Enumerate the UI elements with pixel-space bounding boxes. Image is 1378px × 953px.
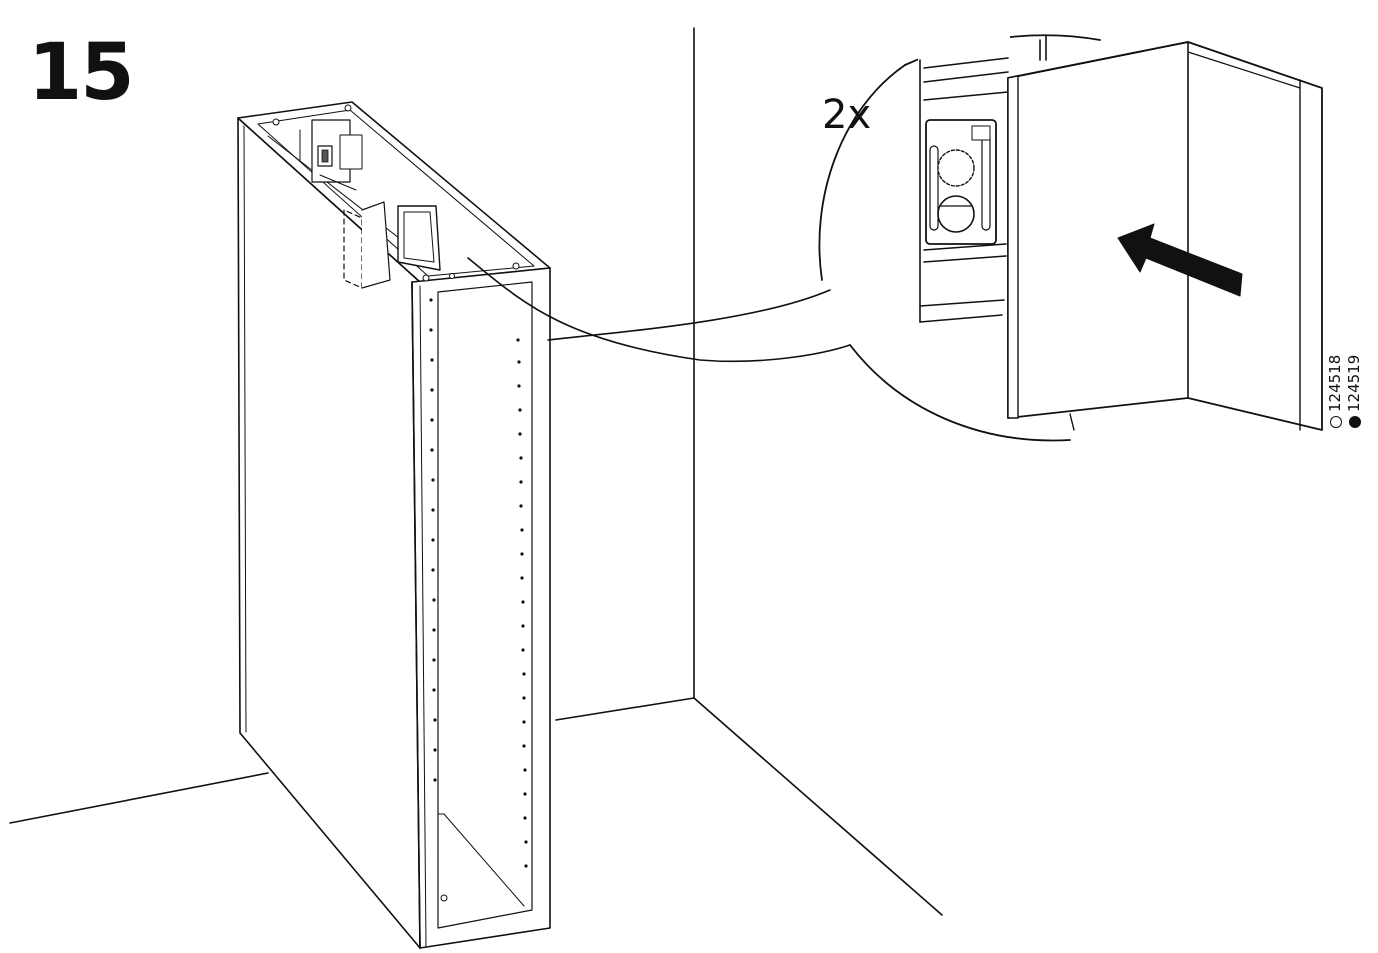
top-screws: [272, 104, 520, 282]
callout-leader: [467, 257, 851, 363]
push-arrow-icon: [1117, 223, 1243, 297]
detail-callout: [818, 32, 1323, 442]
door-panel: [1007, 41, 1323, 431]
shelf-holes: [429, 298, 528, 868]
floor-wall-line-middle: [555, 697, 695, 721]
cabinet: [237, 101, 551, 949]
room-corner: [9, 27, 943, 916]
quantity-label: 2x: [822, 92, 872, 138]
floor-wall-line-left: [9, 772, 269, 824]
step-number: 15: [28, 28, 135, 118]
floor-wall-line-right: [693, 697, 943, 916]
